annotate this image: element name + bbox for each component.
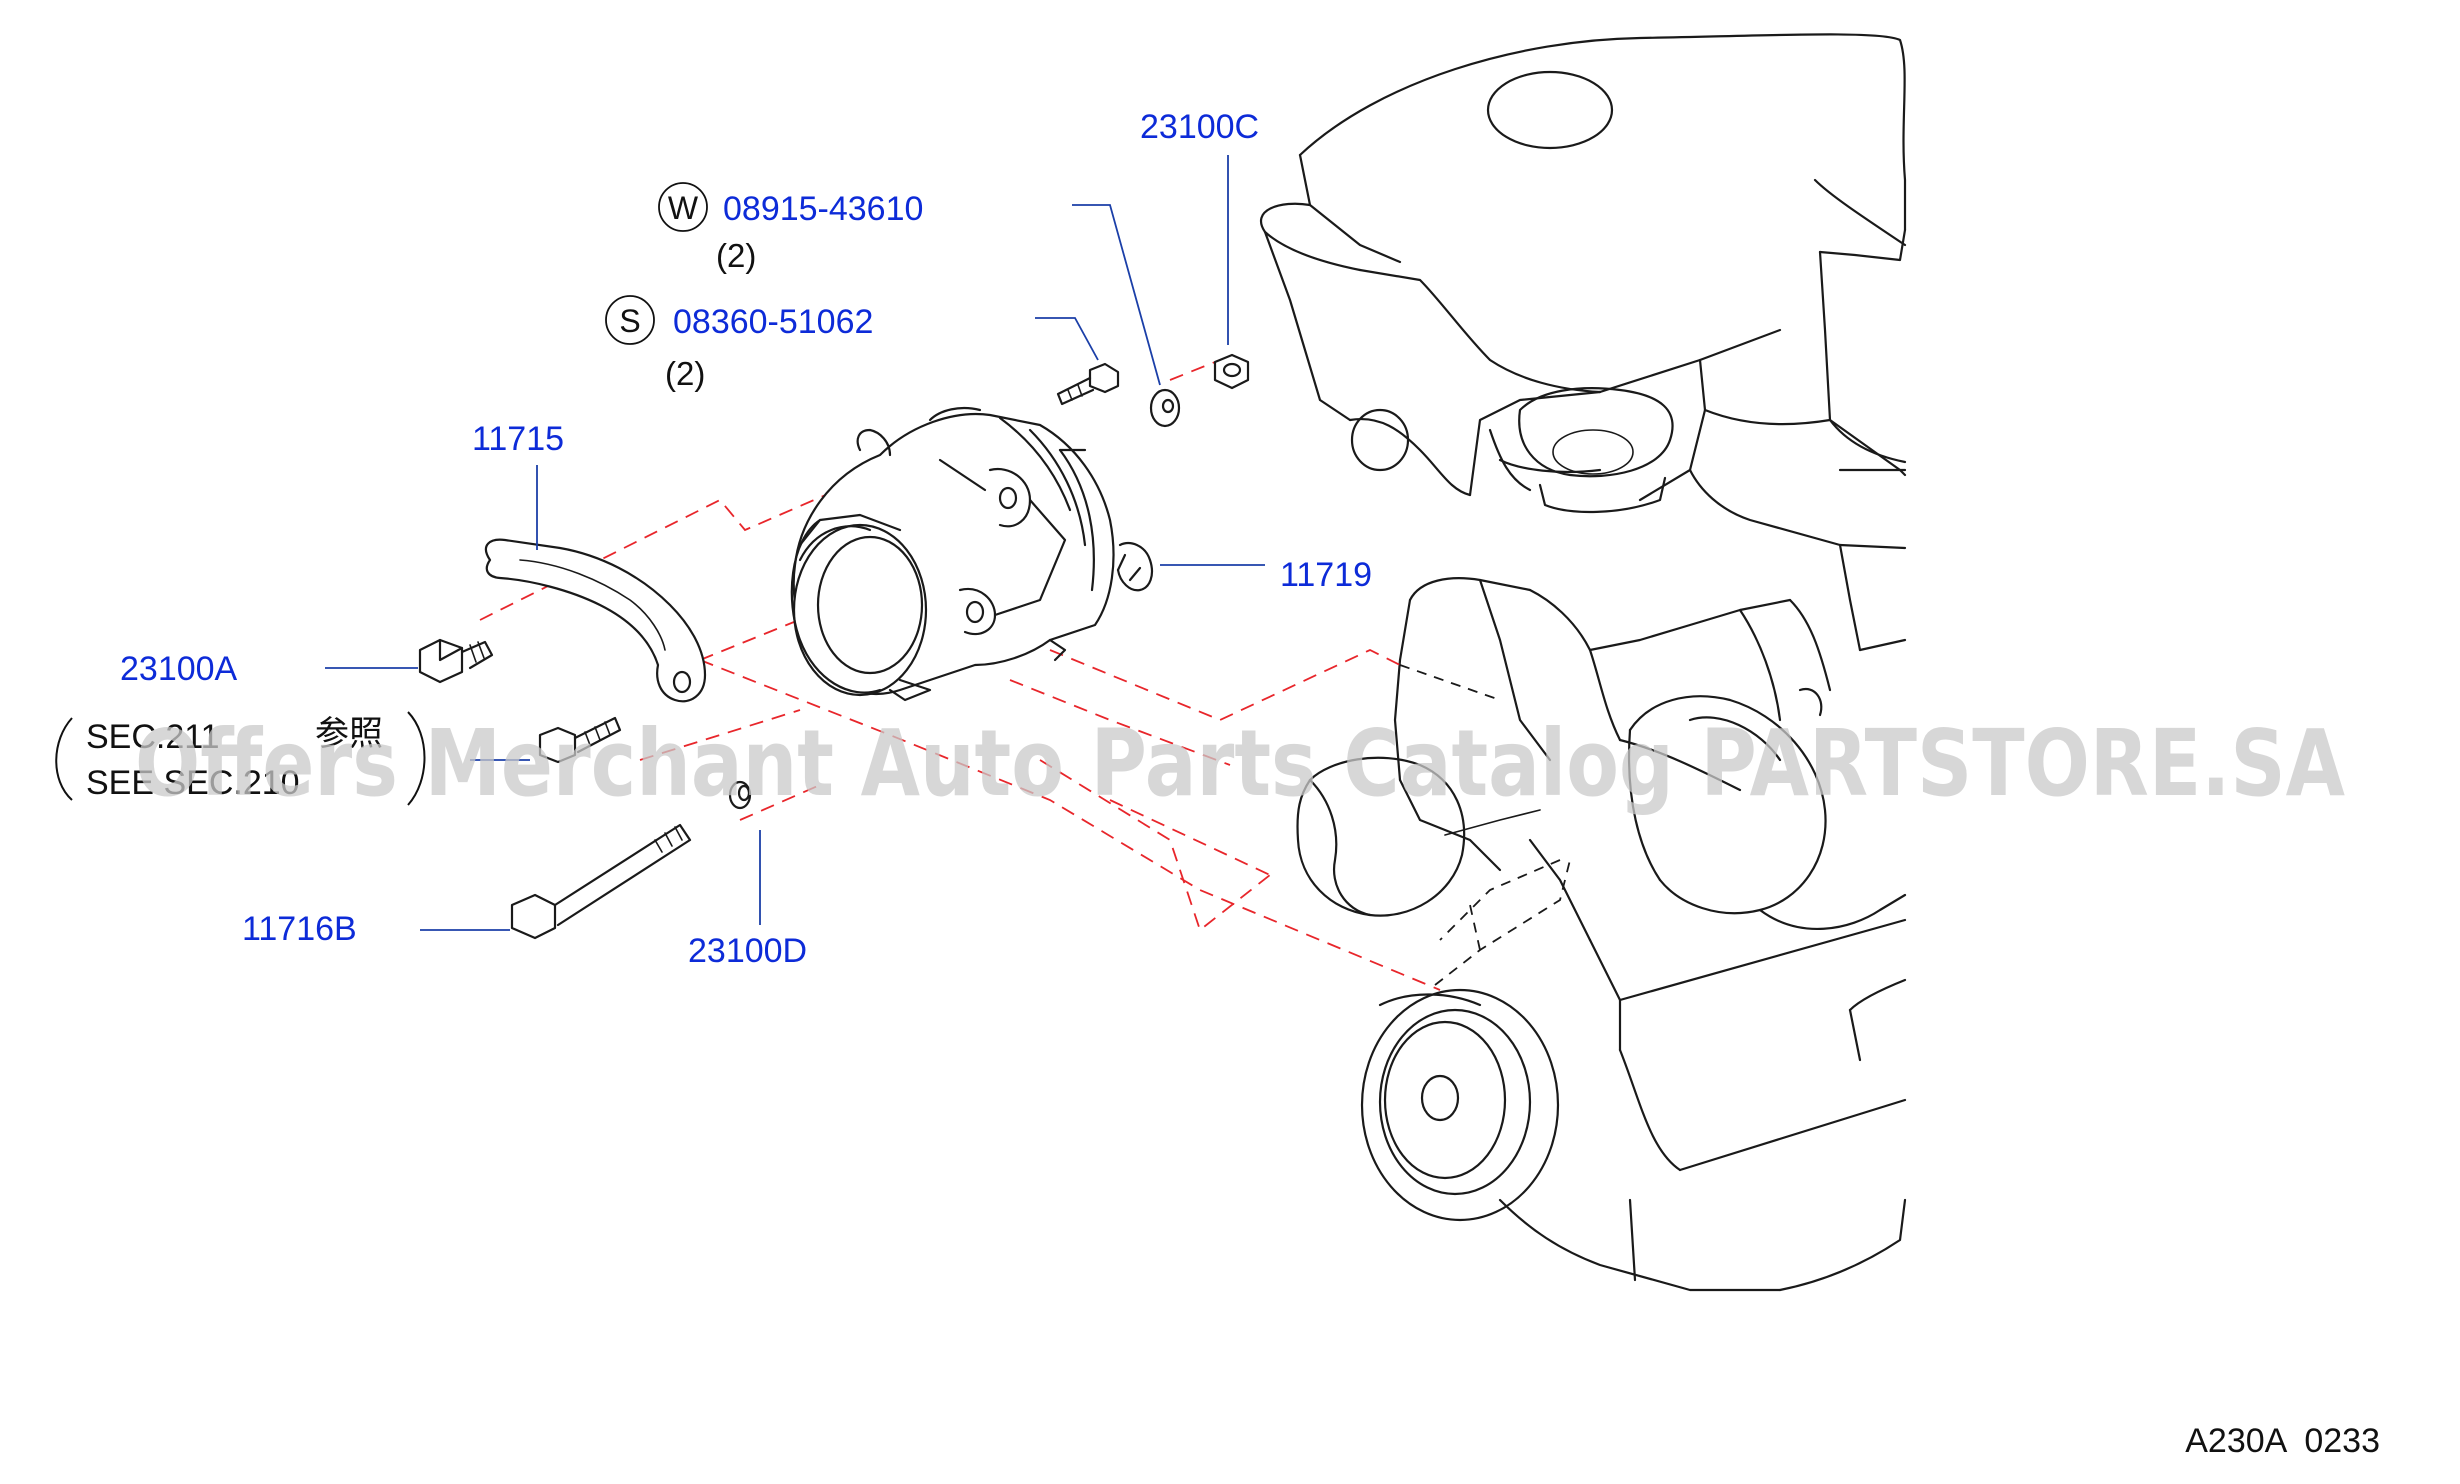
ref-sec-jp: 参照 xyxy=(315,715,383,753)
crank-pulley xyxy=(1360,988,1560,1222)
callout-08915-43610[interactable]: 08915-43610 xyxy=(723,190,923,228)
bolt-23100a xyxy=(418,638,494,684)
section-reference[interactable]: SEC.211 参照 SEE SEC.210 xyxy=(55,711,426,806)
adjusting-bar-11715 xyxy=(484,538,707,703)
ref-sec-line2: SEE SEC.210 xyxy=(86,764,300,802)
ref-sec-line1: SEC.211 xyxy=(86,718,220,756)
leader-lines xyxy=(325,155,1265,931)
qty-08915: (2) xyxy=(716,237,756,274)
screw-marker-circle xyxy=(605,295,655,345)
washer-08915 xyxy=(1149,388,1181,428)
qty-08360: (2) xyxy=(665,355,705,392)
alternator xyxy=(790,406,1115,702)
watermark-text: Offers Merchant Auto Parts Catalog PARTS… xyxy=(135,710,2345,817)
callout-11716b[interactable]: 11716B xyxy=(242,910,357,948)
belt-guides xyxy=(1399,664,1571,986)
callout-08360-51062[interactable]: 08360-51062 xyxy=(673,303,873,341)
callout-11719[interactable]: 11719 xyxy=(1280,556,1372,594)
washer-marker-letter: W xyxy=(668,190,699,226)
callout-23100c[interactable]: 23100C xyxy=(1140,108,1259,146)
callout-23100d[interactable]: 23100D xyxy=(688,932,807,970)
bolt-11716b xyxy=(510,823,692,940)
nut-23100c xyxy=(1213,353,1250,390)
callout-11715[interactable]: 11715 xyxy=(472,420,564,458)
callout-labels: 23100C W 08915-43610 (2) S 08360-51062 (… xyxy=(120,108,1372,970)
screw-08360 xyxy=(1056,362,1120,406)
diagram-code: A230A 0233 xyxy=(2185,1422,2380,1460)
ref-right-paren xyxy=(407,711,426,806)
spacer-23100d xyxy=(728,780,752,810)
bolt-sec-ref xyxy=(538,716,622,764)
callout-23100a[interactable]: 23100A xyxy=(120,650,238,688)
ref-left-paren xyxy=(55,717,73,801)
clip-11719 xyxy=(1116,542,1154,592)
washer-marker-circle xyxy=(658,182,708,232)
screw-marker-letter: S xyxy=(619,303,640,339)
engine-block-outline xyxy=(1259,33,1907,1292)
